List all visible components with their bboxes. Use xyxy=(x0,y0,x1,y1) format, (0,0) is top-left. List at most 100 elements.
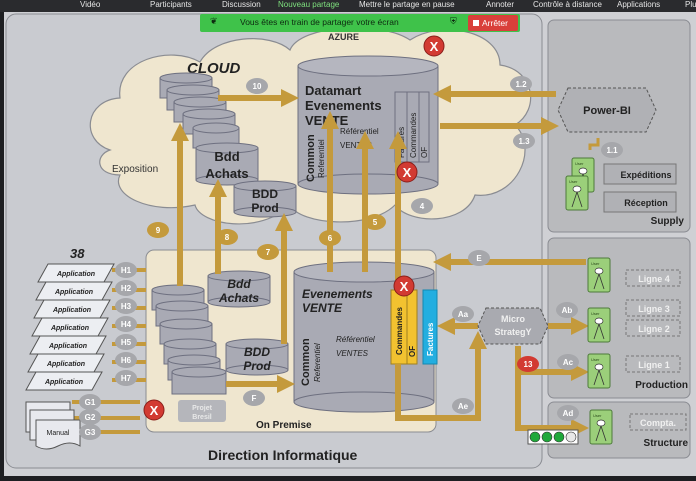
svg-text:Application: Application xyxy=(46,361,85,368)
user-icon-ligne4: User xyxy=(587,257,611,293)
application-doc: Application xyxy=(29,335,107,355)
svg-text:Application: Application xyxy=(52,307,91,314)
svg-text:8: 8 xyxy=(225,233,230,242)
flow-badge-G1: G1 xyxy=(79,394,101,410)
x-mark-icon: X xyxy=(396,161,418,183)
flow-badge-Ae: Ae xyxy=(452,398,474,414)
flow-badge-9: 9 xyxy=(147,222,169,238)
architecture-diagram: CLOUD AZURE Exposition Bdd Achats BDD Pr… xyxy=(5,13,691,469)
onprem-bdd-achats: Bdd Achats xyxy=(207,270,271,308)
svg-text:Application: Application xyxy=(48,343,87,350)
traffic-light-green xyxy=(541,431,553,443)
user-icon-compta: User xyxy=(589,409,613,445)
user-icon-supply-2: User xyxy=(565,175,589,211)
toolbar-more[interactable]: Plus xyxy=(685,0,696,9)
svg-text:H3: H3 xyxy=(121,302,132,311)
toolbar-participants[interactable]: Participants xyxy=(150,0,192,9)
svg-text:Manual: Manual xyxy=(47,430,70,437)
flow-badge-H7: H7 xyxy=(115,370,137,386)
svg-text:BDD: BDD xyxy=(252,187,278,201)
cloud-db-stack xyxy=(159,72,240,149)
svg-text:H5: H5 xyxy=(121,338,132,347)
supply-title: Supply xyxy=(651,216,685,227)
x-mark-icon: X xyxy=(393,275,415,297)
flow-badge-Aa: Aa xyxy=(452,306,474,322)
flow-badge-G2: G2 xyxy=(79,409,101,425)
power-bi-node[interactable]: Power-BI xyxy=(557,87,657,133)
svg-text:Factures: Factures xyxy=(426,322,435,356)
svg-text:Ligne 4: Ligne 4 xyxy=(638,274,670,284)
structure-items: Compta. Structure xyxy=(629,413,688,449)
svg-text:Common: Common xyxy=(300,338,312,386)
svg-text:H2: H2 xyxy=(121,284,132,293)
toolbar-annotate[interactable]: Annoter xyxy=(486,0,515,9)
svg-text:Application: Application xyxy=(54,289,93,296)
svg-text:Ligne 2: Ligne 2 xyxy=(638,324,670,334)
svg-text:Application: Application xyxy=(44,379,83,386)
toolbar-pause-share[interactable]: Mettre le partage en pause xyxy=(359,0,455,9)
exposition-label: Exposition xyxy=(112,164,158,175)
svg-text:Ligne 3: Ligne 3 xyxy=(638,304,670,314)
application-doc: Application xyxy=(27,353,105,373)
evenements-cylinder: Evenements VENTE Common Referentiel Réfé… xyxy=(293,261,438,413)
flow-badge-G3: G3 xyxy=(79,424,101,440)
toolbar-new-share[interactable]: Nouveau partage xyxy=(278,0,340,9)
svg-text:Commandes: Commandes xyxy=(395,306,404,355)
svg-text:Bdd: Bdd xyxy=(227,277,251,291)
svg-text:Projet: Projet xyxy=(192,405,213,412)
flow-badge-1-1: 1.1 xyxy=(601,142,623,158)
traffic-light-green xyxy=(553,431,565,443)
svg-text:Ae: Ae xyxy=(458,402,469,411)
flow-badge-Ac: Ac xyxy=(557,354,579,370)
svg-text:H4: H4 xyxy=(121,320,132,329)
application-doc: Application xyxy=(37,263,115,283)
flow-badge-5: 5 xyxy=(364,214,386,230)
svg-text:User: User xyxy=(591,357,600,362)
toolbar-discussion[interactable]: Discussion xyxy=(222,0,261,9)
flow-badge-H3: H3 xyxy=(115,298,137,314)
svg-text:1.3: 1.3 xyxy=(518,137,530,146)
flow-badge-F: F xyxy=(243,390,265,406)
flow-badge-4: 4 xyxy=(411,198,433,214)
toolbar-video[interactable]: Vidéo xyxy=(80,0,101,9)
application-doc: Application xyxy=(25,371,103,391)
svg-text:StrategY: StrategY xyxy=(494,327,531,337)
flow-badge-H4: H4 xyxy=(115,316,137,332)
stop-share-button[interactable]: Arrêter xyxy=(468,15,518,31)
svg-text:Expéditions: Expéditions xyxy=(620,170,671,180)
svg-text:Common: Common xyxy=(305,134,317,182)
svg-text:Ad: Ad xyxy=(563,409,574,418)
svg-text:Evenements: Evenements xyxy=(302,287,373,301)
onprem-db-stack xyxy=(151,284,227,395)
leaf-icon: ❦ xyxy=(210,16,218,26)
manual-docs: Manual xyxy=(25,401,81,450)
svg-text:Power-BI: Power-BI xyxy=(583,105,631,117)
svg-text:Referentiel: Referentiel xyxy=(313,343,322,382)
svg-text:9: 9 xyxy=(156,226,161,235)
svg-text:H6: H6 xyxy=(121,356,132,365)
svg-text:Commandes: Commandes xyxy=(409,113,418,158)
datamart-line1: Datamart xyxy=(305,83,362,98)
arrow-Ae xyxy=(395,331,487,421)
user-icon-ligne1: User xyxy=(587,353,611,389)
toolbar-applications[interactable]: Applications xyxy=(617,0,661,9)
svg-text:VENTE: VENTE xyxy=(302,301,343,315)
flow-badge-H1: H1 xyxy=(115,262,137,278)
flow-badge-7: 7 xyxy=(257,244,279,260)
cloud-title: CLOUD xyxy=(187,60,240,77)
production-items: Ligne 4 Ligne 3 Ligne 2 Ligne 1 Producti… xyxy=(625,269,688,391)
flow-badge-Ab: Ab xyxy=(556,302,578,318)
apps-count: 38 xyxy=(70,246,85,261)
arrow-Ad xyxy=(515,346,589,437)
svg-text:G2: G2 xyxy=(85,413,96,422)
toolbar-remote-control[interactable]: Contrôle à distance xyxy=(533,0,602,9)
svg-text:Achats: Achats xyxy=(218,291,259,305)
x-mark-icon: X xyxy=(143,399,165,421)
svg-text:7: 7 xyxy=(266,248,271,257)
micro-strategy-node[interactable]: Micro StrategY xyxy=(477,307,549,345)
traffic-light-off xyxy=(565,431,577,443)
applications-stack: 38 xyxy=(70,246,85,261)
flow-badge-13: 13 xyxy=(517,356,539,372)
flow-badge-1-3: 1.3 xyxy=(513,133,535,149)
traffic-light-green xyxy=(529,431,541,443)
